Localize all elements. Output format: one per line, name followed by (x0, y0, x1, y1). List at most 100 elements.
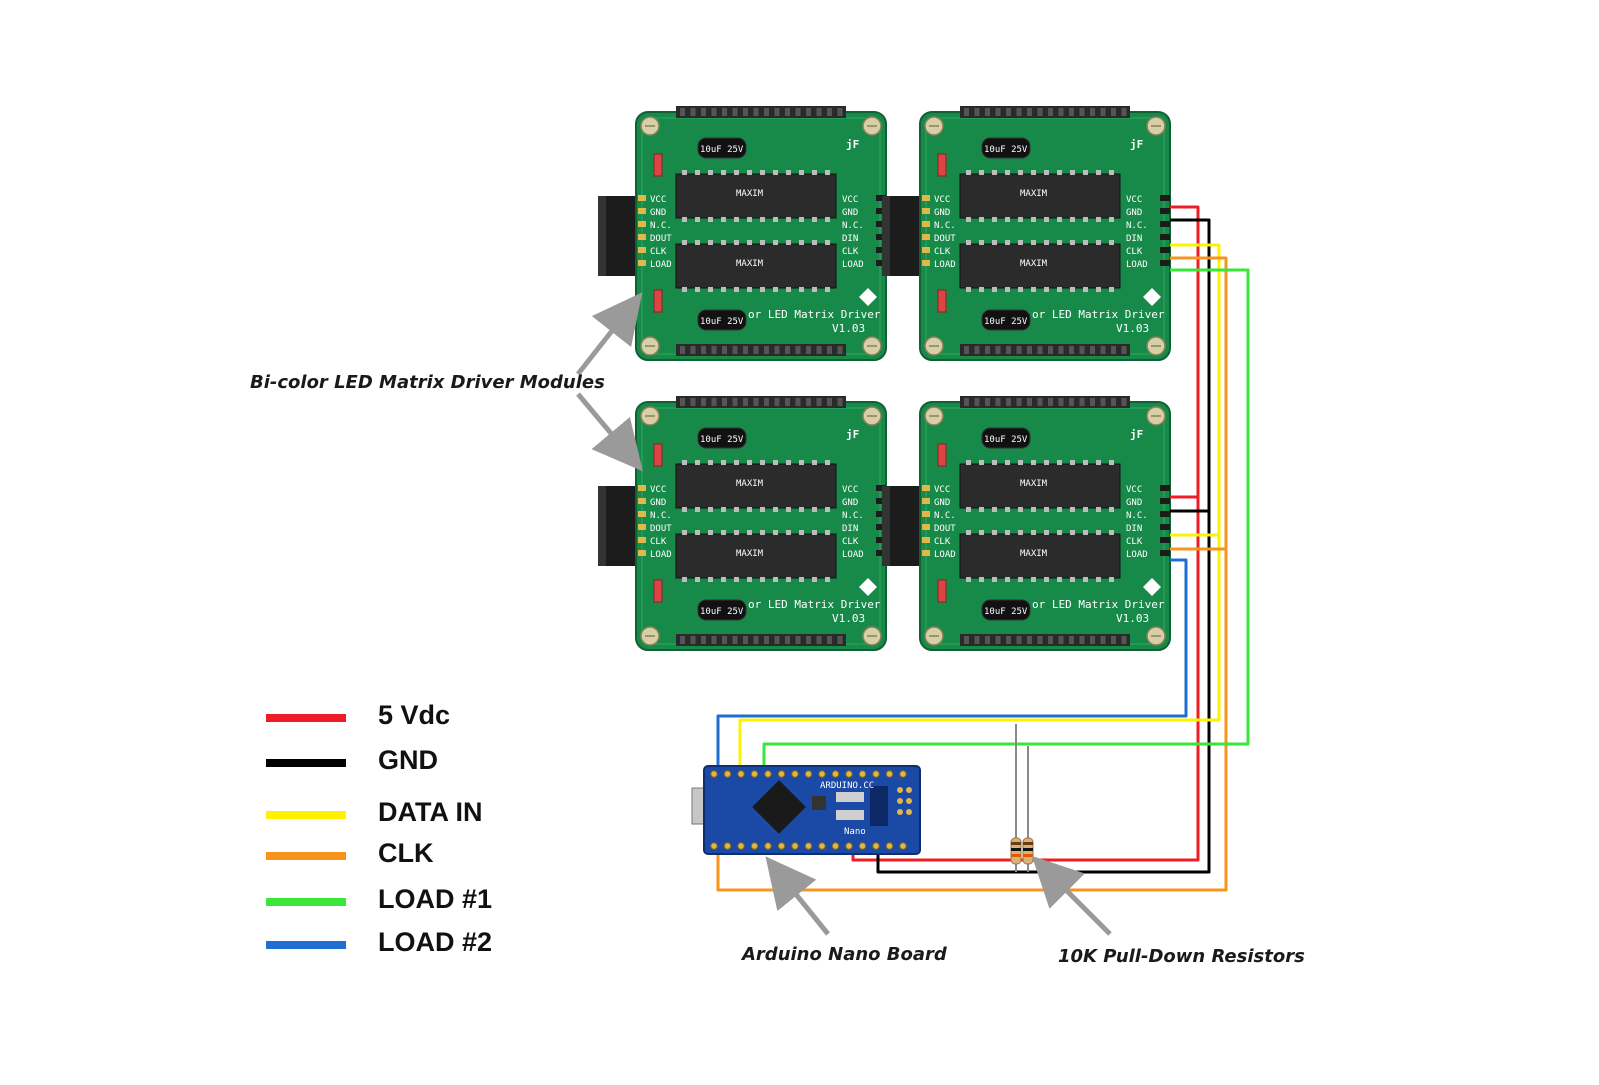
resistor-band (1011, 842, 1021, 845)
header-pin (827, 108, 832, 116)
chip-pin (992, 170, 997, 175)
pin-label-left: LOAD (650, 260, 672, 270)
chip-pin (1057, 507, 1062, 512)
pin-header (1160, 511, 1170, 517)
chip-pin (1031, 217, 1036, 222)
chip-pin (992, 530, 997, 535)
chip-pin (979, 460, 984, 465)
chip-pin (747, 170, 752, 175)
side-header-edge (882, 196, 890, 276)
chip-marking: MAXIM (736, 259, 764, 269)
header-pin (753, 346, 759, 354)
header-pin (1100, 636, 1106, 644)
header-pin (964, 108, 969, 116)
chip-pin (1070, 460, 1075, 465)
pin-label-left: GND (934, 498, 950, 508)
callout-arrow (576, 392, 643, 472)
header-pin (774, 398, 780, 406)
pin-pad (922, 485, 930, 491)
wire-layer (716, 205, 1250, 892)
reset-button (812, 796, 826, 810)
max7219-chip (675, 463, 837, 509)
top-pin-strip (676, 106, 846, 118)
header-pin (1090, 636, 1095, 644)
chip-pin (695, 507, 700, 512)
chip-pin (992, 217, 997, 222)
capacitor (697, 427, 747, 449)
chip-pin (1031, 240, 1036, 245)
header-pin (995, 108, 1001, 116)
chip-pin (1109, 507, 1114, 512)
chip-pin (682, 170, 687, 175)
chip-pin (760, 577, 765, 582)
chip-pin (812, 507, 817, 512)
header-pin (806, 398, 811, 406)
header-pin (1100, 398, 1106, 406)
header-pin (1090, 346, 1095, 354)
pin-label-right: CLK (842, 247, 859, 257)
chip-pin (1083, 460, 1088, 465)
callout-arrow (1031, 855, 1112, 936)
chip-pin (708, 287, 713, 292)
callout-modules: Bi-color LED Matrix Driver Modules (250, 372, 605, 393)
chip-pin (966, 577, 971, 582)
chip-pin (734, 217, 739, 222)
header-pin (806, 108, 811, 116)
arduino-pin (737, 842, 745, 850)
chip-pin (695, 530, 700, 535)
pin-header (876, 260, 886, 266)
chip-pin (812, 530, 817, 535)
pin-header (1160, 234, 1170, 240)
arduino-pin (804, 842, 813, 850)
chip-pin (747, 577, 752, 582)
max7219-chip (675, 173, 837, 219)
chip-pin (786, 530, 791, 535)
header-pin (1111, 398, 1116, 406)
arduino-pin (899, 842, 907, 850)
bottom-pin-strip (960, 634, 1130, 646)
header-pin (964, 346, 969, 354)
pin-pad (638, 550, 646, 556)
brand-logo: jF (1130, 138, 1143, 151)
chip-pin (1083, 530, 1088, 535)
chip-pin (825, 170, 830, 175)
pin-pad (922, 260, 930, 266)
header-pin (753, 108, 759, 116)
header-pin (732, 398, 738, 406)
chip-pin (734, 507, 739, 512)
capacitor (981, 599, 1031, 621)
header-pin (743, 398, 748, 406)
pin-label-right: DIN (1126, 524, 1142, 534)
chip-pin (734, 170, 739, 175)
pin-label-left: DOUT (934, 234, 956, 244)
pin-label-left: CLK (650, 537, 667, 547)
arduino-pin (831, 842, 840, 850)
header-pin (1069, 636, 1074, 644)
pin-pad (638, 260, 646, 266)
header-pin (1006, 398, 1011, 406)
arduino-pin (885, 770, 894, 778)
arduino-pin (723, 842, 732, 850)
smd-resistor (653, 579, 663, 603)
header-pin (1048, 346, 1053, 354)
pin-label-left: VCC (650, 195, 666, 205)
chip-pin (708, 507, 713, 512)
chip-pin (1018, 217, 1023, 222)
wire (716, 558, 1188, 776)
header-pin (795, 346, 801, 354)
chip-pin (682, 507, 687, 512)
chip-pin (1044, 170, 1049, 175)
pin-pad (638, 511, 646, 517)
chip-pin (1031, 460, 1036, 465)
chip-pin (812, 287, 817, 292)
chip-pin (773, 217, 778, 222)
callout-arrow (765, 856, 830, 936)
side-header-edge (882, 486, 890, 566)
chip-pin (799, 530, 804, 535)
header-pin (816, 346, 822, 354)
pin-pad (922, 550, 930, 556)
header-pin (722, 398, 727, 406)
